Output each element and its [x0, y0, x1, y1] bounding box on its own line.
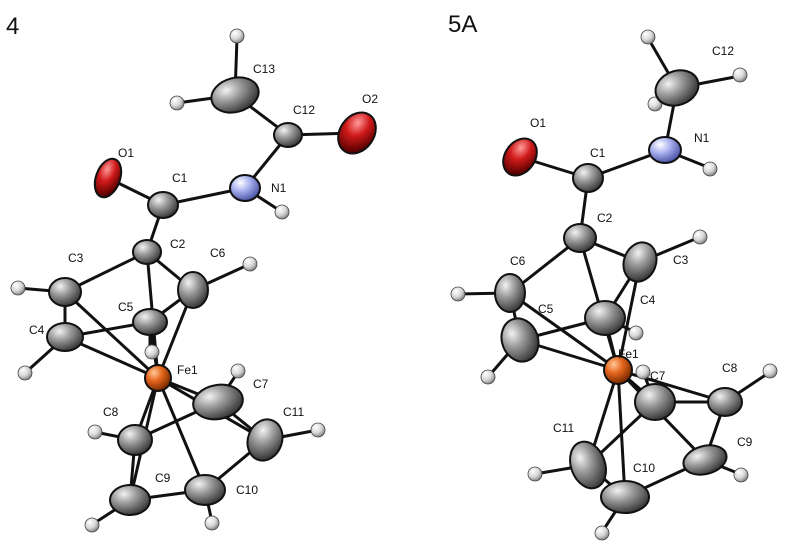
nitrogen-atom-n1: [229, 174, 261, 202]
hydrogen-atom: [310, 422, 326, 438]
hydrogens-4: [10, 28, 326, 533]
carbon-atom-c3: [622, 241, 658, 283]
carbon-atom-c7: [634, 383, 676, 421]
hydrogen-atom: [628, 325, 644, 341]
labels-4: 4 C13 C12 O2 O1 C1 N1 C2 C3 C6 C5 C4 Fe1…: [6, 13, 378, 497]
atom-label: C5: [538, 302, 554, 316]
hydrogen-atom: [640, 29, 656, 45]
atom-label: N1: [271, 181, 287, 195]
molecule-4: 4 C13 C12 O2 O1 C1 N1 C2 C3 C6 C5 C4 Fe1…: [6, 13, 378, 533]
carbon-atom-c12: [273, 122, 303, 148]
hydrogen-atom: [732, 67, 748, 83]
carbon-atom-c5: [132, 308, 168, 336]
hydrogen-atom: [733, 467, 749, 483]
atom-label: C10: [236, 483, 258, 497]
carbon-atom-c3: [48, 277, 82, 307]
atom-label: C5: [118, 300, 134, 314]
atom-label: C9: [155, 471, 171, 485]
atom-label: O1: [530, 116, 546, 130]
hydrogen-atom: [10, 280, 26, 296]
hydrogen-atom: [169, 95, 185, 111]
hydrogen-atom: [17, 365, 33, 381]
carbon-atom-c4: [46, 322, 84, 352]
hydrogen-atom: [527, 466, 543, 482]
hydrogens-5a: [450, 29, 778, 541]
atom-label: C4: [29, 323, 45, 337]
atom-label: C10: [633, 461, 655, 475]
atom-label: C7: [650, 369, 666, 383]
atoms-5a: [494, 69, 743, 514]
atom-label: C8: [103, 405, 119, 419]
atom-label: O1: [118, 146, 134, 160]
atoms-4: [46, 76, 377, 516]
carbon-atom-c6: [177, 271, 209, 309]
labels-5a: 5A C12 O1 N1 C1 C2 C6 C3 C5 C4 Fe1 C7 C8…: [448, 11, 753, 475]
hydrogen-atom: [144, 344, 160, 360]
hydrogen-atom: [274, 204, 290, 220]
carbon-atom-c10: [184, 474, 226, 506]
carbon-atom-c11: [246, 418, 284, 462]
iron-atom-fe1: [144, 364, 172, 392]
carbon-atom-c9: [109, 484, 151, 516]
carbon-atom-c8: [117, 424, 153, 456]
atom-label: C1: [172, 171, 188, 185]
atom-label: Fe1: [177, 363, 198, 377]
oxygen-atom-o1: [502, 137, 538, 177]
carbon-atom-c11: [569, 440, 607, 490]
atom-label: C11: [283, 405, 304, 419]
panel-label: 4: [6, 13, 19, 40]
hydrogen-atom: [87, 424, 103, 440]
atom-label: C6: [210, 246, 226, 260]
carbon-atom-c12: [654, 69, 700, 107]
atom-label: C11: [553, 421, 574, 435]
carbon-atom-c10: [600, 480, 650, 514]
atom-label: C2: [170, 237, 186, 251]
oxygen-atom-o2: [337, 111, 377, 155]
oxygen-atom-o1: [93, 157, 123, 199]
panel-label: 5A: [448, 11, 477, 38]
atom-label: C3: [68, 251, 84, 265]
nitrogen-atom-n1: [648, 136, 682, 164]
atom-label: C8: [722, 361, 738, 375]
atom-label: C7: [253, 377, 269, 391]
atom-label: Fe1: [618, 347, 639, 361]
molecule-5a: 5A C12 O1 N1 C1 C2 C6 C3 C5 C4 Fe1 C7 C8…: [448, 11, 778, 541]
hydrogen-atom: [230, 363, 246, 379]
hydrogen-atom: [242, 256, 258, 272]
hydrogen-atom: [692, 229, 708, 245]
atom-label: C9: [737, 435, 753, 449]
hydrogen-atom: [84, 517, 100, 533]
carbon-atom-c2: [563, 223, 597, 253]
atom-label: C13: [253, 62, 275, 76]
hydrogen-atom: [229, 28, 245, 44]
hydrogen-atom: [762, 363, 778, 379]
carbon-atom-c5: [500, 317, 540, 363]
hydrogen-atom: [635, 364, 651, 380]
atom-label: C1: [590, 146, 606, 160]
hydrogen-atom: [450, 286, 466, 302]
carbon-atom-c7: [192, 383, 244, 421]
atom-label: C4: [640, 293, 656, 307]
hydrogen-atom: [594, 525, 610, 541]
atom-label: C3: [673, 253, 689, 267]
atom-label: C2: [597, 211, 613, 225]
carbon-atom-c6: [494, 273, 526, 313]
atom-label: C6: [510, 254, 526, 268]
carbon-atom-c13: [210, 76, 260, 114]
hydrogen-atom: [204, 515, 220, 531]
carbon-atom-c2: [132, 239, 162, 265]
carbon-atom-c1: [147, 191, 179, 219]
atom-label: C12: [712, 44, 734, 58]
carbon-atom-c1: [572, 163, 604, 193]
hydrogen-atom: [480, 369, 496, 385]
carbon-atom-c9: [682, 444, 728, 476]
iron-atom-fe1: [603, 355, 633, 385]
atom-label: O2: [362, 92, 378, 106]
atom-label: C12: [293, 103, 315, 117]
hydrogen-atom: [702, 161, 718, 177]
carbon-atom-c4: [584, 300, 626, 336]
atom-label: N1: [694, 131, 710, 145]
carbon-atom-c8: [707, 387, 743, 417]
